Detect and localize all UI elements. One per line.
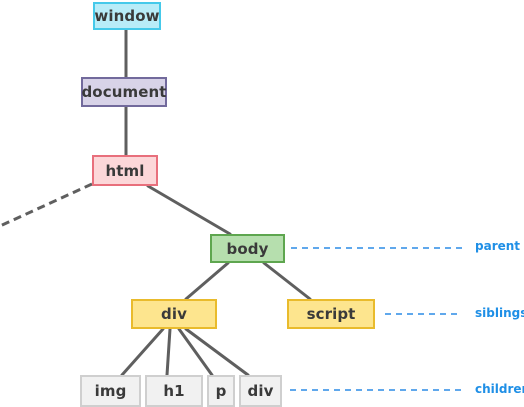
node-window: window [93,2,161,30]
children-label: children [475,382,524,396]
edge-html-offscreen-dashed [0,182,93,228]
edge-html-body [146,184,232,236]
edge-div-h1 [165,327,172,377]
edge-div-img [120,327,165,377]
node-body: body [210,234,285,263]
node-div: div [131,299,217,329]
edge-body-div [184,261,230,301]
node-script: script [287,299,375,329]
edge-div-p [177,327,214,377]
edge-div-div [184,327,250,377]
node-h1: h1 [145,375,203,407]
siblings-label: siblings [475,306,524,320]
edge-body-script [262,261,312,301]
node-img: img [80,375,141,407]
node-document: document [81,77,167,107]
node-html: html [92,155,158,186]
parent-label: parent [475,239,521,253]
node-p: p [207,375,235,407]
node-div-child: div [239,375,282,407]
